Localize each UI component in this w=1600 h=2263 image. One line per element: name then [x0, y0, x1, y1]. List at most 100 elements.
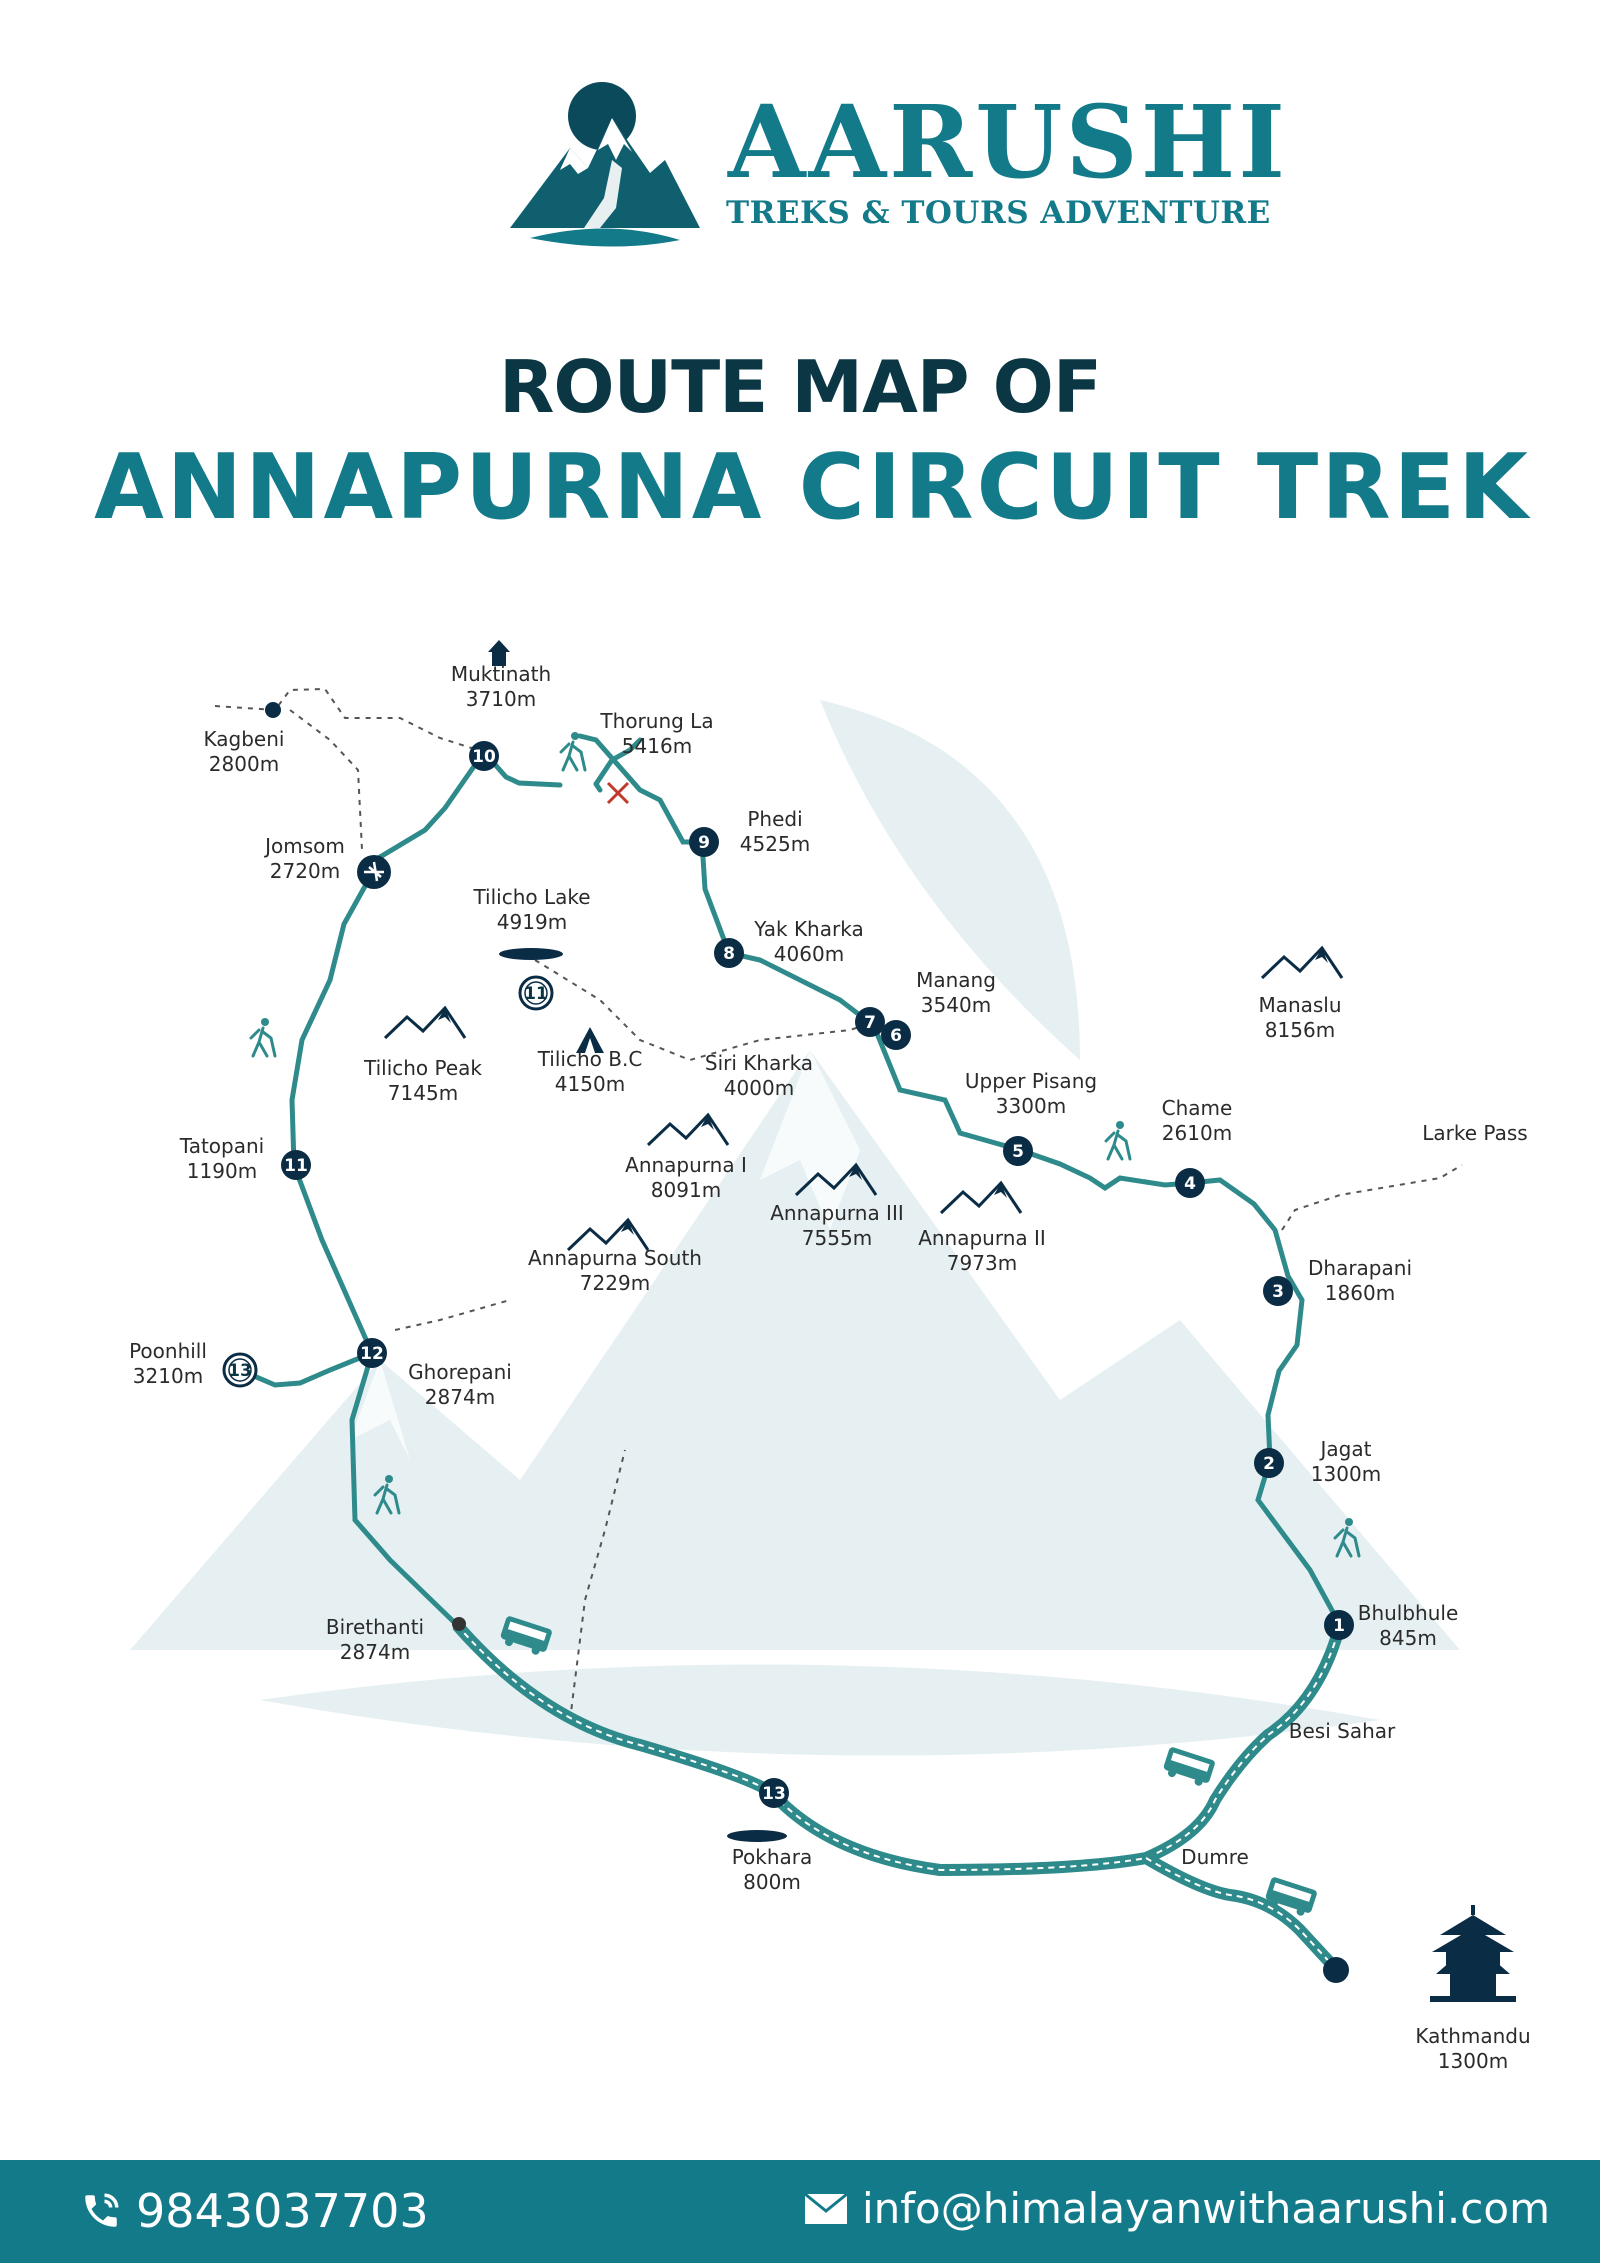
place-name: Thorung La	[599, 709, 713, 733]
stop-marker-5: 5	[1003, 1136, 1033, 1166]
place-altitude: 2720m	[270, 859, 340, 883]
stop-number: 4	[1184, 1174, 1196, 1194]
stop-altitude: 3540m	[921, 993, 991, 1017]
stop-name: Dharapani	[1308, 1256, 1412, 1280]
stop-altitude: 3300m	[996, 1094, 1066, 1118]
bus-icon	[500, 1616, 552, 1655]
mountain-icon	[646, 1112, 730, 1147]
place-altitude: 5416m	[622, 734, 692, 758]
birethanti-marker	[452, 1617, 466, 1631]
phone-number: 9843037703	[136, 2184, 429, 2238]
stop-marker-12: 12	[357, 1338, 387, 1368]
stop-name: Jagat	[1319, 1437, 1372, 1461]
stop-number: 7	[864, 1013, 876, 1033]
plane-icon	[357, 855, 391, 889]
hiker-icon	[1333, 1518, 1361, 1558]
peak-name: Annapurna III	[770, 1201, 904, 1225]
stop-marker-7: 7	[855, 1007, 885, 1037]
stop-marker-13: 13	[759, 1778, 789, 1808]
place-altitude: 1300m	[1438, 2049, 1508, 2073]
stop-number: 1	[1333, 1616, 1345, 1636]
stop-number: 6	[890, 1026, 902, 1046]
stop-marker-11: 11	[281, 1150, 311, 1180]
place-name: Kathmandu	[1415, 2024, 1530, 2048]
place-name: Siri Kharka	[705, 1051, 813, 1075]
stop-marker-10: 10	[469, 741, 499, 771]
stop-altitude: 2874m	[425, 1385, 495, 1409]
stop-name: Manang	[916, 968, 996, 992]
brand-logo: AARUSHI TREKS & TOURS ADVENTURE	[500, 78, 1285, 258]
mountain-icon	[383, 1005, 467, 1040]
email-icon	[804, 2192, 848, 2224]
phone-icon	[85, 2193, 119, 2227]
bus-icon	[1163, 1747, 1215, 1786]
kagbeni-marker	[265, 702, 281, 718]
bus-icon	[1265, 1877, 1317, 1916]
stop-altitude: 800m	[743, 1870, 801, 1894]
stop-number: 13	[228, 1361, 252, 1381]
phone-contact[interactable]: 9843037703	[80, 2184, 429, 2238]
place-name: Tilicho Lake	[472, 885, 590, 909]
stop-number: 11	[524, 984, 548, 1004]
stop-altitude: 4525m	[740, 832, 810, 856]
pass-marker-icon	[606, 781, 630, 805]
stop-marker-8: 8	[714, 938, 744, 968]
place-altitude: 2800m	[209, 752, 279, 776]
stop-marker-11: 11	[518, 975, 554, 1011]
stop-marker-1: 1	[1324, 1610, 1354, 1640]
place-name: Dumre	[1181, 1845, 1249, 1869]
stop-name: Yak Kharka	[753, 917, 863, 941]
peak-altitude: 8156m	[1265, 1018, 1335, 1042]
peak-altitude: 8091m	[651, 1178, 721, 1202]
stop-number: 11	[284, 1156, 308, 1176]
stop-altitude: 845m	[1379, 1626, 1437, 1650]
place-name: Jomsom	[263, 834, 345, 858]
peak-name: Annapurna II	[918, 1226, 1046, 1250]
brand-name: AARUSHI	[728, 83, 1288, 201]
stop-altitude: 2610m	[1162, 1121, 1232, 1145]
page-title-line2: ANNAPURNA CIRCUIT TREK	[94, 435, 1531, 540]
logo-mountain-icon	[510, 82, 700, 247]
stop-marker-4: 4	[1175, 1168, 1205, 1198]
stop-name: Poonhill	[129, 1339, 207, 1363]
peak-name: Annapurna I	[625, 1153, 747, 1177]
stop-number: 9	[698, 833, 710, 853]
stop-number: 8	[723, 944, 735, 964]
stop-marker-13: 13	[222, 1352, 258, 1388]
stop-name: Phedi	[747, 807, 802, 831]
stop-name: Chame	[1162, 1096, 1233, 1120]
brand-tagline: TREKS & TOURS ADVENTURE	[726, 195, 1271, 231]
peak-altitude: 7973m	[947, 1251, 1017, 1275]
contact-footer: 9843037703 info@himalayanwithaarushi.com	[0, 2160, 1600, 2263]
stop-marker-6: 6	[881, 1020, 911, 1050]
place-name: Besi Sahar	[1289, 1719, 1396, 1743]
lake-icon	[727, 1830, 787, 1842]
stop-number: 2	[1263, 1454, 1275, 1474]
hiker-icon	[559, 732, 587, 772]
stop-altitude: 1860m	[1325, 1281, 1395, 1305]
stop-name: Bhulbhule	[1358, 1601, 1459, 1625]
peak-altitude: 7555m	[802, 1226, 872, 1250]
stop-name: Upper Pisang	[965, 1069, 1097, 1093]
stop-name: Tatopani	[179, 1134, 264, 1158]
stop-number: 12	[360, 1344, 384, 1364]
peak-altitude: 7145m	[388, 1081, 458, 1105]
stop-name: Muktinath	[451, 662, 551, 686]
stop-altitude: 3210m	[133, 1364, 203, 1388]
place-altitude: 2874m	[340, 1640, 410, 1664]
email-contact[interactable]: info@himalayanwithaarushi.com	[804, 2184, 1550, 2233]
peak-name: Manaslu	[1258, 993, 1341, 1017]
mountain-icon	[566, 1217, 650, 1252]
peak-name: Tilicho Peak	[363, 1056, 482, 1080]
stop-name: Pokhara	[732, 1845, 813, 1869]
place-altitude: 4000m	[724, 1076, 794, 1100]
stop-altitude: 1300m	[1311, 1462, 1381, 1486]
lake-icon	[499, 948, 563, 960]
stop-number: 10	[472, 747, 496, 767]
mountain-icon	[794, 1162, 878, 1197]
monastery-icon	[488, 640, 510, 666]
stop-number: 3	[1272, 1282, 1284, 1302]
stop-marker-2: 2	[1254, 1448, 1284, 1478]
